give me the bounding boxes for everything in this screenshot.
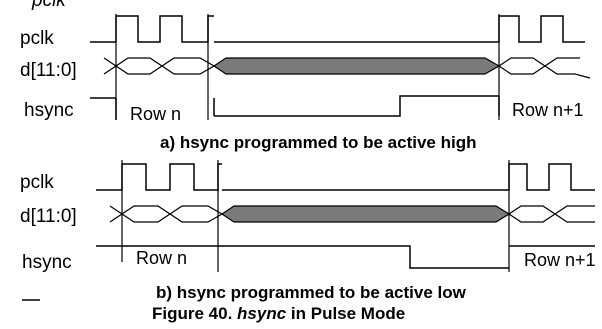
panel-a-clock-label: pclk xyxy=(20,28,54,49)
panel-b-hsync-waveform xyxy=(96,245,595,269)
panel-a-row-end-label: Row n+1 xyxy=(512,100,584,120)
panel-b-pclk-waveform xyxy=(96,163,595,191)
panel-a: pclk d[11:0] hsync Row n Row n+1 a) hsyn… xyxy=(20,14,591,152)
panel-b-sync-label: hsync xyxy=(22,252,72,273)
panel-a-data-label: d[11:0] xyxy=(20,60,77,81)
panel-a-data-bus xyxy=(103,57,591,79)
figure-caption-emphasis: hsync xyxy=(237,304,287,323)
figure-caption-suffix: in Pulse Mode xyxy=(286,304,405,323)
figure-caption-prefix: Figure 40. xyxy=(152,304,237,323)
panel-a-row-start-label: Row n xyxy=(130,104,181,124)
panel-a-pclk-waveform xyxy=(90,15,585,43)
top-label-fragment: pclk xyxy=(31,0,67,11)
figure-caption: Figure 40. hsync in Pulse Mode xyxy=(152,304,405,323)
panel-b-clock-label: pclk xyxy=(20,172,54,193)
panel-b-data-bus xyxy=(109,205,595,223)
panel-b-row-end-label: Row n+1 xyxy=(524,250,596,270)
panel-a-hsync-waveform xyxy=(90,95,500,120)
panel-b: pclk d[11:0] hsync Row n Row n+1 b) hsyn… xyxy=(20,160,596,302)
panel-b-data-label: d[11:0] xyxy=(20,206,77,227)
panel-b-caption: b) hsync programmed to be active low xyxy=(156,283,467,302)
panel-a-sync-label: hsync xyxy=(24,100,74,121)
panel-b-row-start-label: Row n xyxy=(136,248,187,268)
panel-a-caption: a) hsync programmed to be active high xyxy=(160,133,476,152)
